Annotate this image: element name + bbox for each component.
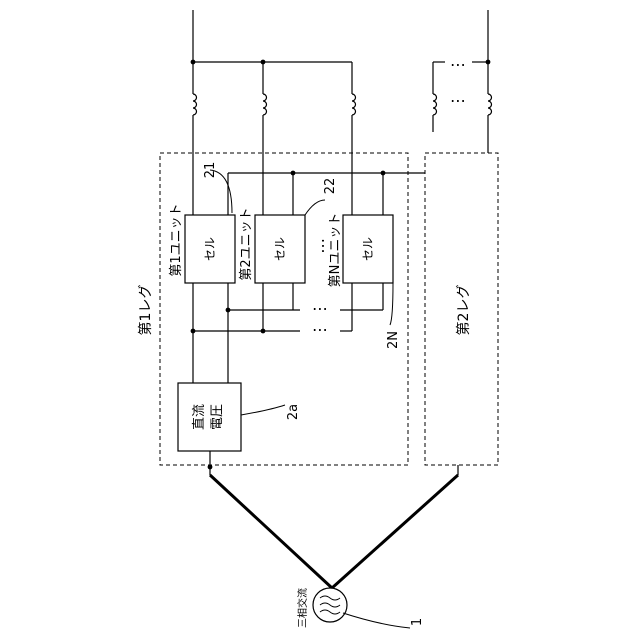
junction-dot [291, 171, 296, 176]
ref-2N: 2N [386, 331, 401, 349]
inductor-1 [193, 62, 197, 215]
cells-ellipsis: ⋯ [314, 238, 333, 254]
ref-2a: 2a [286, 404, 301, 420]
junction-dot [381, 171, 386, 176]
unit-2-label: 第2ユニット [239, 207, 254, 280]
cell-1-label: セル [203, 237, 217, 261]
junction-dot [226, 308, 231, 313]
ref-2N-leader [390, 283, 393, 325]
leg2-ellipsis-top: ⋯ [450, 55, 466, 74]
ref-2a-leader [241, 405, 285, 415]
leg2-inductor-1 [433, 62, 437, 132]
source-feed-leg1 [210, 475, 332, 588]
ref-1-leader [343, 613, 410, 628]
unit-1-label: 第1ユニット [169, 203, 184, 276]
lower-bus-2-ellipsis: ⋯ [312, 320, 328, 339]
leg1-label: 第1レグ [137, 285, 154, 336]
source-feed-leg2 [332, 475, 458, 588]
junction-dot [208, 465, 213, 470]
inductor-n [352, 62, 356, 215]
ref-21: 21 [203, 162, 218, 179]
lower-bus-1-ellipsis: ⋯ [312, 299, 328, 318]
junction-dot [261, 329, 266, 334]
dc-voltage-line1: 直流 [192, 404, 207, 430]
junction-dot [191, 329, 196, 334]
dc-voltage-line2: 電圧 [210, 404, 225, 430]
leg2-inductor-2 [488, 62, 492, 153]
ref-1: 1 [410, 618, 425, 626]
leg2-label: 第2レグ [455, 285, 472, 336]
source-label: 三相交流 [296, 588, 309, 628]
leg2-ellipsis-mid: ⋯ [450, 91, 466, 110]
inductor-2 [263, 62, 267, 215]
cell-n-label: セル [361, 237, 375, 261]
ref-22-leader [305, 200, 325, 215]
ref-22: 22 [323, 178, 338, 195]
cell-2-label: セル [273, 237, 287, 261]
